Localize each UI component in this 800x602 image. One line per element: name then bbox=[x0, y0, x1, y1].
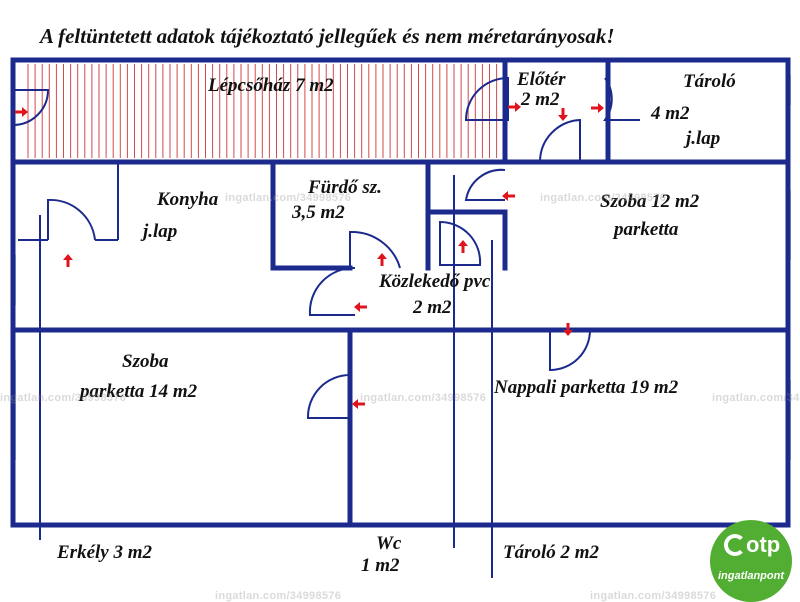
label-kitchen-floor: j.lap bbox=[143, 221, 178, 242]
arrow-up-icon bbox=[458, 240, 468, 253]
arrow-left-icon bbox=[352, 399, 365, 409]
otp-ring-icon bbox=[724, 534, 746, 556]
label-storage-floor: j.lap bbox=[686, 128, 721, 149]
label-bath-area: 3,5 m2 bbox=[292, 202, 345, 223]
label-storage-area: 4 m2 bbox=[651, 103, 690, 124]
door-hall-bottom bbox=[538, 118, 581, 163]
arrow-down-icon bbox=[558, 108, 568, 121]
walls bbox=[10, 57, 791, 528]
door-hall-left bbox=[464, 76, 509, 121]
door-arrows bbox=[15, 102, 604, 409]
label-wc-area: 1 m2 bbox=[361, 555, 400, 576]
arrow-right-icon bbox=[508, 102, 521, 112]
label-bath-name: Fürdő sz. bbox=[308, 177, 382, 198]
watermark: ingatlan.com/34998576 bbox=[712, 392, 800, 404]
label-living: Nappali parketta 19 m2 bbox=[494, 377, 679, 398]
arrow-up-icon bbox=[377, 253, 387, 266]
door-room12 bbox=[464, 168, 506, 201]
watermark: ingatlan.com/34998576 bbox=[360, 392, 487, 404]
notice-title: A feltüntetett adatok tájékoztató jelleg… bbox=[40, 24, 615, 48]
door-corridor-right bbox=[439, 220, 482, 266]
label-storage-name: Tároló bbox=[683, 71, 736, 92]
door-entry bbox=[12, 89, 50, 126]
label-balcony: Erkély 3 m2 bbox=[57, 542, 152, 563]
door-corridor-left bbox=[308, 266, 356, 316]
label-hall-area: 2 m2 bbox=[521, 89, 560, 110]
label-corridor-name: Közlekedő pvc bbox=[379, 271, 491, 292]
otp-brand: otp bbox=[746, 532, 781, 557]
arrow-left-icon bbox=[354, 302, 367, 312]
label-kitchen-name: Konyha bbox=[157, 189, 219, 210]
doors bbox=[12, 76, 640, 419]
watermark: ingatlan.com/34998576 bbox=[215, 590, 342, 602]
door-storage bbox=[603, 77, 640, 121]
label-storage2: Tároló 2 m2 bbox=[503, 542, 600, 563]
watermark: ingatlan.com/34998576 bbox=[225, 192, 352, 204]
label-hall-name: Előtér bbox=[517, 69, 566, 90]
watermark: ingatlan.com/34998576 bbox=[0, 392, 127, 404]
watermark: ingatlan.com/34998576 bbox=[590, 590, 717, 602]
watermark: ingatlan.com/34998576 bbox=[540, 192, 667, 204]
stairwell-stripes bbox=[27, 64, 498, 158]
arrow-left-icon bbox=[502, 191, 515, 201]
otp-sub: ingatlanpont bbox=[718, 570, 784, 582]
door-kitchen bbox=[47, 198, 96, 241]
label-room12-name: Szoba 12 m2 bbox=[600, 191, 700, 212]
label-room14-name: Szoba bbox=[122, 351, 169, 372]
door-room14 bbox=[306, 374, 351, 419]
arrow-down-icon bbox=[563, 323, 573, 336]
arrow-right-icon bbox=[591, 103, 604, 113]
label-room14-floor: parketta 14 m2 bbox=[80, 381, 198, 402]
label-stairwell: Lépcsőház 7 m2 bbox=[208, 75, 334, 96]
door-bath bbox=[349, 230, 401, 269]
arrow-right-icon bbox=[15, 107, 28, 117]
door-living bbox=[549, 329, 591, 372]
outer-wall bbox=[10, 57, 791, 528]
label-room12-floor: parketta bbox=[614, 219, 679, 240]
otp-logo: otp ingatlanpont bbox=[710, 520, 792, 602]
label-corridor-area: 2 m2 bbox=[413, 297, 452, 318]
label-wc-name: Wc bbox=[376, 533, 402, 554]
arrow-up-icon bbox=[63, 254, 73, 267]
thin-walls bbox=[18, 162, 493, 578]
